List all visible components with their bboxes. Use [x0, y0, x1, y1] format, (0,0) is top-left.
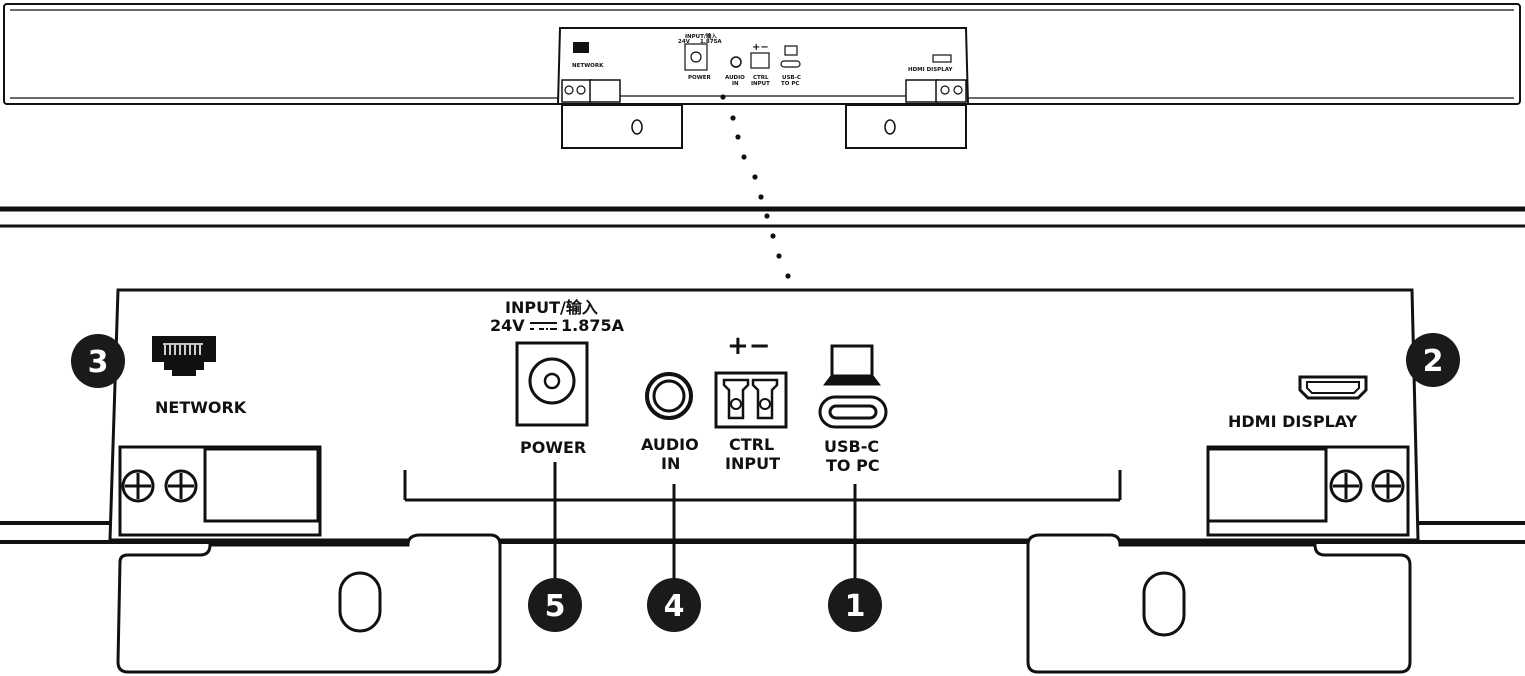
bracket-clip-right [1206, 447, 1328, 523]
dc-power-jack-icon [515, 341, 589, 427]
mini-audio-label-2: IN [732, 81, 739, 87]
dc-symbol-icon [530, 322, 557, 330]
terminal-block-icon [714, 371, 788, 429]
callout-leader-lines [553, 462, 857, 580]
mounting-bracket-left [116, 445, 502, 674]
usbc-label-line2: TO PC [826, 456, 880, 475]
ctrl-label-line2: INPUT [725, 454, 780, 473]
mini-input-label: INPUT/输入 [685, 32, 717, 40]
mini-rating-left: 24V [678, 39, 691, 45]
mini-ctrl-label-2: INPUT [751, 81, 770, 87]
ctrl-polarity-label: +− [727, 331, 771, 361]
mini-hdmi-icon [932, 54, 952, 63]
mini-bracket-right [845, 79, 967, 149]
audio-label-line2: IN [661, 454, 680, 473]
callout-badge-1: 1 [828, 578, 882, 632]
ctrl-label-line1: CTRL [729, 435, 774, 454]
connector-panel [108, 288, 1420, 542]
callout-number-4: 4 [664, 589, 685, 624]
audio-jack-icon [645, 372, 693, 420]
callout-number-1: 1 [845, 589, 866, 624]
mini-audio-label-1: AUDIO [725, 75, 745, 81]
mini-power-label: POWER [688, 75, 712, 81]
mounting-hole-right [1142, 571, 1186, 637]
mini-panel-labels: NETWORK INPUT/输入 24V 1.875A POWER AUDIO … [572, 32, 953, 87]
mini-laptop-icon [784, 45, 798, 56]
mini-ethernet-icon [573, 42, 589, 53]
mini-bracket-left [561, 79, 683, 149]
power-rating-voltage: 24V [490, 316, 525, 335]
zoomed-panel [0, 206, 1525, 544]
hdmi-label: HDMI DISPLAY [1228, 412, 1358, 431]
usb-c-port-icon [818, 395, 888, 429]
callout-number-3: 3 [88, 345, 109, 380]
mini-terminal-icon [750, 52, 770, 69]
callout-number-2: 2 [1423, 344, 1444, 379]
soundbar-overview [3, 3, 1521, 149]
mini-network-label: NETWORK [572, 63, 604, 69]
callout-badge-2: 2 [1406, 333, 1460, 387]
callout-badge-4: 4 [647, 578, 701, 632]
laptop-icon [823, 344, 881, 386]
callout-badge-3: 3 [71, 334, 125, 388]
power-input-label: INPUT/输入 [505, 298, 598, 317]
mini-ctrl-label-1: CTRL [753, 75, 769, 81]
mounting-hole-left [338, 571, 382, 633]
mini-ctrl-polarity: +− [752, 42, 769, 53]
usbc-label-line1: USB-C [824, 437, 879, 456]
network-label: NETWORK [155, 398, 247, 417]
bracket-clip-left [203, 447, 320, 523]
ethernet-port-icon [152, 336, 216, 376]
mini-power-jack-icon [684, 43, 708, 71]
mini-usbc-icon [780, 60, 801, 68]
mini-rating-right: 1.875A [700, 39, 722, 45]
power-label: POWER [520, 438, 586, 457]
mini-hdmi-label: HDMI DISPLAY [908, 67, 953, 73]
hdmi-port-icon [1298, 375, 1368, 400]
callout-number-5: 5 [545, 589, 566, 624]
audio-label-line1: AUDIO [641, 435, 699, 454]
mini-usbc-label-2: TO PC [781, 81, 799, 87]
mini-connector-panel [556, 27, 970, 105]
mini-audio-icon [730, 56, 742, 68]
callout-badge-5: 5 [528, 578, 582, 632]
mini-usbc-label-1: USB-C [782, 75, 801, 81]
mounting-bracket-right [1026, 445, 1412, 674]
power-rating-current: 1.875A [561, 316, 625, 335]
